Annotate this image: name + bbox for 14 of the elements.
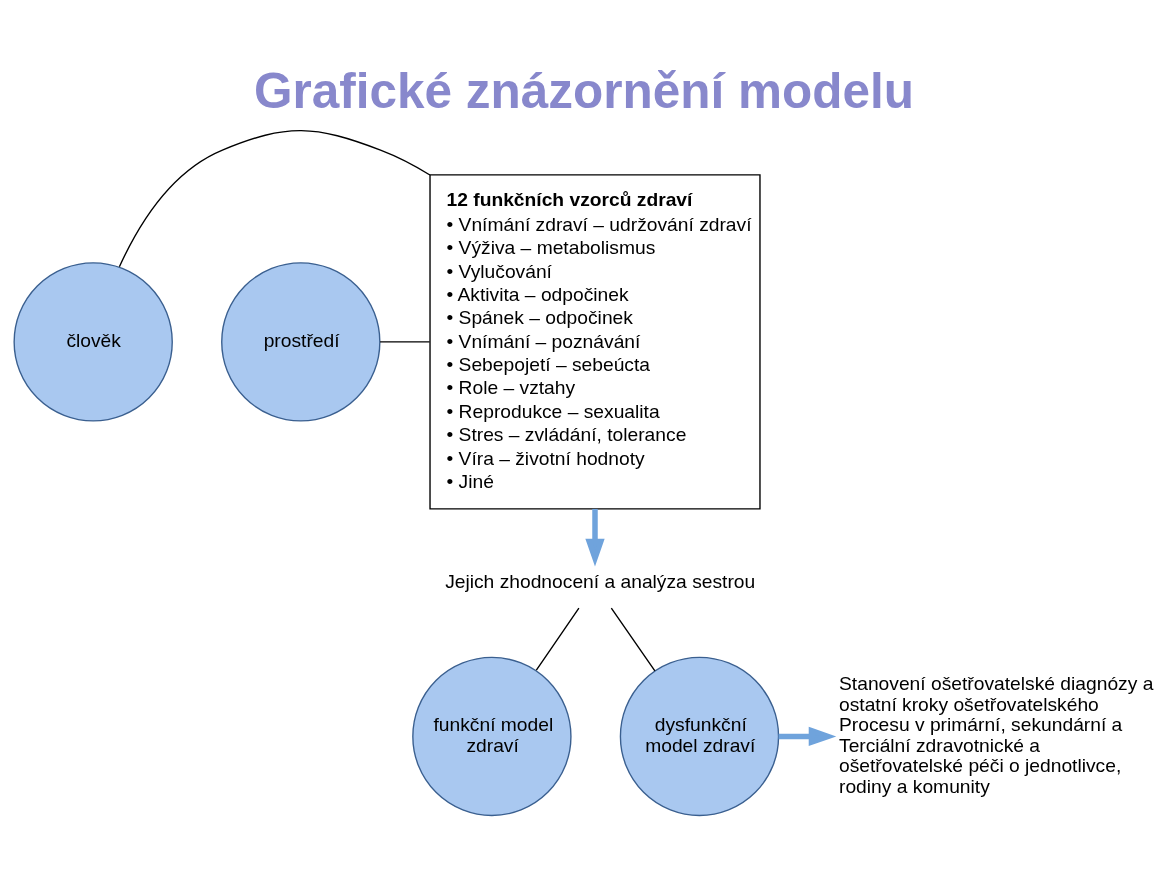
node-circle: člověk [13,262,173,422]
diagram-title: Grafické znázornění modelu [254,63,914,119]
node-circle: dysfunkční model zdraví [619,656,780,817]
node-text: Jejich zhodnocení a analýza sestrou [445,571,756,593]
node-circle: funkční model zdraví [412,656,572,817]
node-text: Stanovení ošetřovatelské diagnózy a ostatní kroky ošetřovatelského Procesu v primární, sekundární a Terciální zdravotnické a ošetřovatelské péči o jednotlivce, rodiny a komunity [839,672,1154,798]
node-circle: prostředí [221,262,381,422]
connector [610,607,656,672]
arrow [585,508,605,567]
connector [535,607,580,671]
node-box: 12 funkčních vzorců zdraví • Vnímání zdraví – udržování zdraví • Výživa – metabolismus • Vylučování • Aktivita – odpočinek • Spánek – odpočinek • Vnímání – poznávání • Sebepojetí – sebeúcta • Role – vztahy • Reprodukce – sexualita • Stres – zvládání, tolerance • Víra – životní hodnoty • Jiné [429,174,761,510]
connector [118,129,431,268]
connector [379,341,431,343]
arrow [778,726,837,747]
